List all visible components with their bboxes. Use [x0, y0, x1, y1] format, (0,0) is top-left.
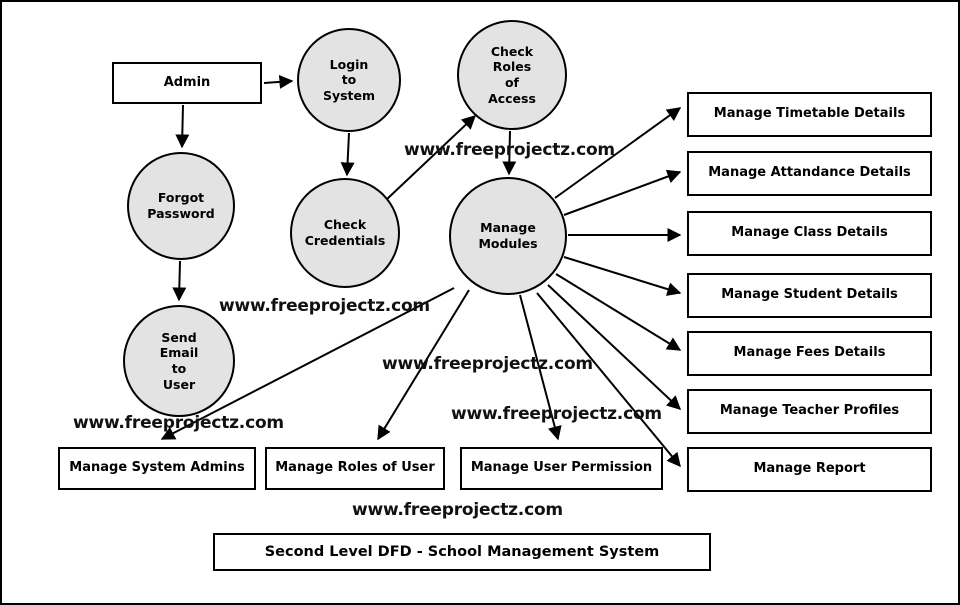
- flow-arrow-modules-to-store-attendance: [563, 169, 682, 216]
- diagram-title-label: Second Level DFD - School Management Sys…: [264, 544, 660, 560]
- process-credentials[interactable]: Check Credentials: [290, 178, 400, 288]
- flow-arrow-admin-to-forgot: [175, 104, 190, 149]
- process-modules-label: Manage Modules: [478, 220, 538, 251]
- external-entity-admin-label: Admin: [163, 74, 211, 90]
- process-modules[interactable]: Manage Modules: [449, 177, 567, 295]
- data-store-label: Manage Fees Details: [733, 345, 886, 361]
- process-sendemail[interactable]: Send Email to User: [123, 305, 235, 417]
- watermark-text: www.freeprojectz.com: [451, 404, 662, 424]
- data-store-manage-teacher-profiles[interactable]: Manage Teacher Profiles: [687, 389, 932, 434]
- data-store-manage-system-admins[interactable]: Manage System Admins: [58, 447, 256, 490]
- watermark-text: www.freeprojectz.com: [352, 500, 563, 520]
- data-store-label: Manage Report: [753, 461, 866, 477]
- data-store-label: Manage Teacher Profiles: [719, 403, 900, 419]
- watermark-text: www.freeprojectz.com: [404, 140, 615, 160]
- data-store-manage-roles-of-user[interactable]: Manage Roles of User: [265, 447, 445, 490]
- process-sendemail-label: Send Email to User: [159, 329, 199, 392]
- data-store-manage-fees-details[interactable]: Manage Fees Details: [687, 331, 932, 376]
- data-store-label: Manage Student Details: [721, 287, 898, 303]
- watermark-text: www.freeprojectz.com: [382, 354, 593, 374]
- process-roles-label: Check Roles of Access: [488, 43, 536, 106]
- data-store-manage-class-details[interactable]: Manage Class Details: [687, 211, 932, 256]
- data-store-manage-attandance-details[interactable]: Manage Attandance Details: [687, 151, 932, 196]
- data-store-label: Manage System Admins: [69, 460, 245, 476]
- process-roles[interactable]: Check Roles of Access: [457, 20, 567, 130]
- data-store-manage-student-details[interactable]: Manage Student Details: [687, 273, 932, 318]
- flow-arrow-forgot-to-sendemail: [172, 260, 187, 302]
- data-store-manage-report[interactable]: Manage Report: [687, 447, 932, 492]
- external-entity-admin[interactable]: Admin: [112, 62, 262, 104]
- process-forgot-label: Forgot Password: [147, 190, 215, 221]
- flow-arrow-admin-to-login: [263, 74, 294, 89]
- process-login[interactable]: Login to System: [297, 28, 401, 132]
- flow-arrow-modules-to-store-fees: [555, 273, 682, 351]
- process-forgot[interactable]: Forgot Password: [127, 152, 235, 260]
- flow-arrow-modules-to-store-report: [536, 292, 681, 468]
- process-login-label: Login to System: [322, 56, 376, 103]
- data-store-label: Manage Attandance Details: [708, 165, 911, 181]
- watermark-text: www.freeprojectz.com: [73, 413, 284, 433]
- data-store-label: Manage Timetable Details: [713, 106, 906, 122]
- data-store-manage-user-permission[interactable]: Manage User Permission: [460, 447, 663, 490]
- flow-arrow-modules-to-store-teacher: [547, 284, 682, 410]
- data-store-label: Manage Roles of User: [275, 460, 435, 476]
- process-credentials-label: Check Credentials: [304, 217, 386, 248]
- watermark-text: www.freeprojectz.com: [219, 296, 430, 316]
- diagram-title-box: Second Level DFD - School Management Sys…: [213, 533, 711, 571]
- data-store-manage-timetable-details[interactable]: Manage Timetable Details: [687, 92, 932, 137]
- data-store-label: Manage Class Details: [731, 225, 888, 241]
- flow-arrow-modules-to-store-student: [563, 256, 682, 296]
- flow-arrow-login-to-credentials: [340, 132, 355, 177]
- data-store-label: Manage User Permission: [470, 460, 653, 476]
